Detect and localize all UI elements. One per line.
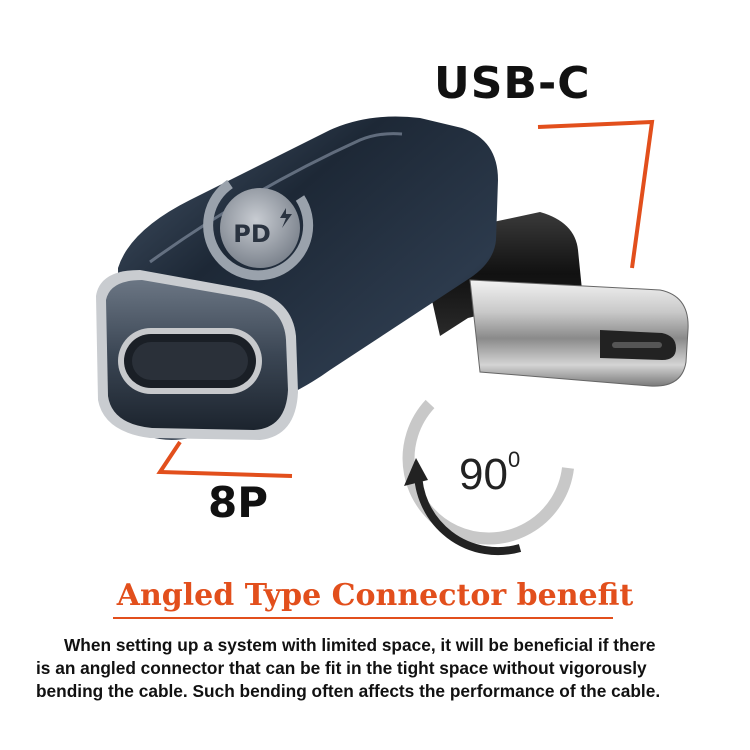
8p-callout-line [156, 440, 293, 478]
description: When setting up a system with limited sp… [36, 634, 726, 703]
headline: Angled Type Connector benefit [116, 578, 634, 613]
headline-underline [113, 617, 613, 619]
description-line: When setting up a system with limited sp… [64, 635, 656, 655]
rotation-arrow-icon [402, 399, 574, 556]
lightning-icon [280, 208, 292, 228]
pd-badge: PD [203, 179, 314, 281]
rotation-unit: 0 [507, 447, 521, 473]
rotation-value: 90 [459, 450, 508, 499]
8p-label: 8P [208, 478, 269, 527]
adapter-body [96, 116, 498, 440]
usbc-callout-line [537, 119, 655, 269]
pd-badge-text: PD [233, 220, 271, 248]
description-line: bending the cable. Such bending often af… [36, 681, 661, 701]
description-line: is an angled connector that can be fit i… [36, 658, 647, 678]
rotation-degree: 900 [459, 447, 521, 500]
usb-c-label: USB-C [434, 58, 591, 109]
